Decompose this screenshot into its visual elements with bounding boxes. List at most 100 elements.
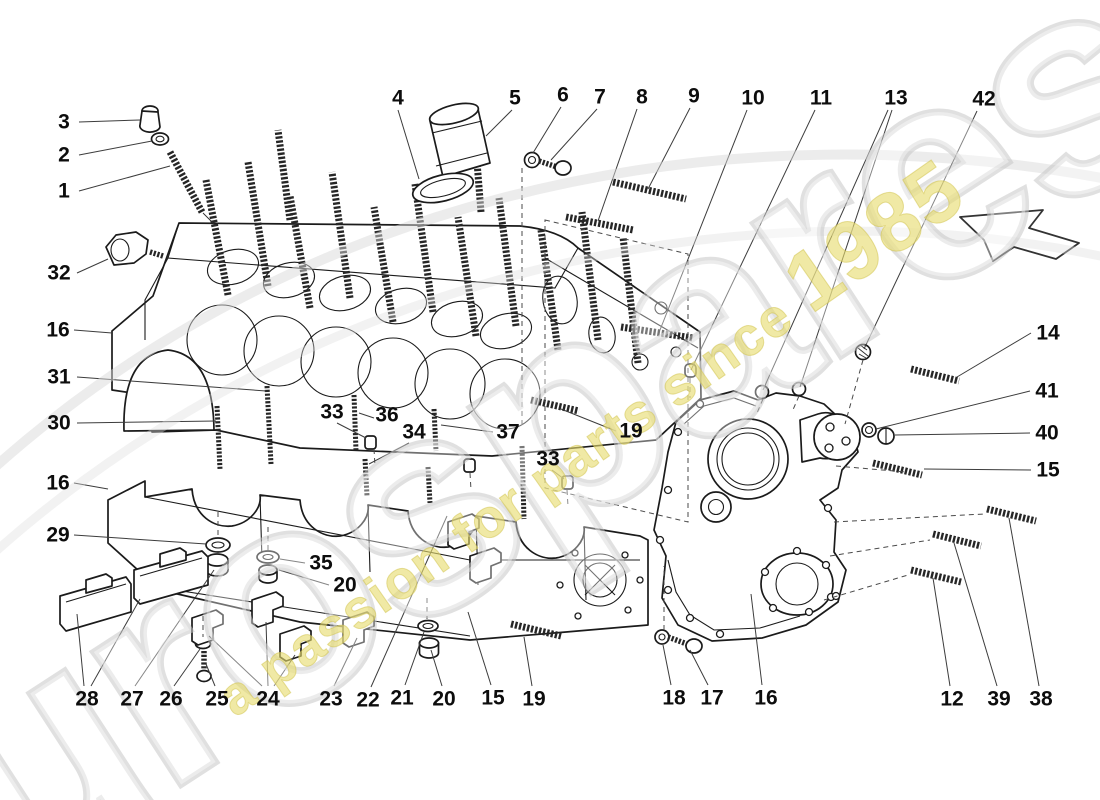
leader-line-28 (90, 598, 141, 687)
leader-line-17 (689, 649, 709, 686)
leader-line-16 (73, 329, 113, 334)
callout-4[interactable]: 4 (392, 86, 404, 110)
washer-part-35 (256, 550, 280, 564)
leader-line-2 (78, 140, 153, 156)
leader-line-38 (1008, 517, 1040, 687)
leader-line-1 (78, 165, 171, 192)
callout-26[interactable]: 26 (159, 687, 183, 711)
leader-line-22 (370, 515, 448, 688)
callout-6[interactable]: 6 (557, 83, 569, 107)
callout-16[interactable]: 16 (754, 686, 778, 710)
callout-37[interactable]: 37 (496, 420, 520, 444)
leader-line-5 (485, 109, 513, 137)
leader-line-24 (273, 654, 296, 687)
leader-line-41 (875, 390, 1031, 430)
callout-17[interactable]: 17 (700, 686, 724, 710)
leader-line-19 (523, 636, 533, 687)
callout-20[interactable]: 20 (333, 573, 357, 597)
callout-32[interactable]: 32 (47, 261, 71, 285)
leader-line-42 (863, 110, 978, 350)
callout-41[interactable]: 41 (1035, 379, 1059, 403)
callout-7[interactable]: 7 (594, 85, 606, 109)
leader-line-13 (799, 109, 893, 388)
callout-13[interactable]: 13 (884, 86, 908, 110)
callout-39[interactable]: 39 (987, 687, 1011, 711)
callout-33[interactable]: 33 (320, 400, 344, 424)
callout-25[interactable]: 25 (205, 687, 229, 711)
leader-line-40 (894, 432, 1031, 436)
callout-36[interactable]: 36 (375, 403, 399, 427)
leader-line-35 (279, 558, 306, 564)
callout-23[interactable]: 23 (319, 687, 343, 711)
callout-15[interactable]: 15 (1036, 458, 1060, 482)
seal-washer-part-2 (150, 132, 170, 146)
leader-line-32 (76, 258, 109, 274)
leader-line-23 (333, 637, 358, 687)
callout-19[interactable]: 19 (522, 687, 546, 711)
leader-line-7 (550, 108, 598, 161)
leader-line-33 (551, 469, 565, 480)
callout-24[interactable]: 24 (256, 687, 280, 711)
clip-parts-23-24 (191, 513, 502, 662)
callout-14[interactable]: 14 (1036, 321, 1060, 345)
leader-line-11 (690, 109, 816, 371)
callout-3[interactable]: 3 (58, 110, 70, 134)
callout-40[interactable]: 40 (1035, 421, 1059, 445)
callout-12[interactable]: 12 (940, 687, 964, 711)
leader-line-16 (73, 482, 109, 490)
leader-line-15 (923, 468, 1032, 471)
callout-28[interactable]: 28 (75, 687, 99, 711)
leader-line-6 (532, 106, 562, 154)
callout-29[interactable]: 29 (46, 523, 70, 547)
nut-part-20b (258, 564, 278, 584)
leader-line-9 (647, 107, 691, 190)
callout-21[interactable]: 21 (390, 686, 414, 710)
leader-line-13 (762, 109, 889, 391)
leader-line-33 (336, 422, 367, 439)
stud-part-34 (362, 458, 370, 497)
callout-22[interactable]: 22 (356, 688, 380, 712)
leader-line-27 (134, 569, 215, 687)
baffle-plate-28b (133, 547, 209, 605)
leader-line-15 (467, 611, 492, 686)
leader-line-4 (397, 109, 420, 180)
callout-10[interactable]: 10 (741, 86, 765, 110)
callout-35[interactable]: 35 (309, 551, 333, 575)
callout-42[interactable]: 42 (972, 87, 996, 111)
leader-line-36 (358, 412, 375, 419)
callout-34[interactable]: 34 (402, 420, 426, 444)
callout-30[interactable]: 30 (47, 411, 71, 435)
callout-2[interactable]: 2 (58, 143, 70, 167)
callout-38[interactable]: 38 (1029, 687, 1053, 711)
callout-27[interactable]: 27 (120, 687, 144, 711)
leader-line-24 (208, 635, 263, 687)
callout-19[interactable]: 19 (619, 419, 643, 443)
leader-line-26 (173, 648, 201, 687)
dowel-part-33c (561, 475, 574, 490)
leader-line-28 (76, 613, 85, 687)
callout-15[interactable]: 15 (481, 686, 505, 710)
callout-16[interactable]: 16 (46, 318, 70, 342)
leader-line-14 (956, 332, 1032, 378)
leader-line-29 (73, 534, 207, 545)
callout-31[interactable]: 31 (47, 365, 71, 389)
leader-line-8 (597, 108, 638, 222)
callout-8[interactable]: 8 (636, 85, 648, 109)
callout-5[interactable]: 5 (509, 86, 521, 110)
callout-18[interactable]: 18 (662, 686, 686, 710)
leader-line-25 (205, 663, 216, 687)
callout-16[interactable]: 16 (46, 471, 70, 495)
stud-part-12 (910, 566, 962, 586)
callout-20[interactable]: 20 (432, 687, 456, 711)
oil-plug-part-3 (139, 105, 161, 133)
leader-line-20 (430, 649, 443, 687)
callout-9[interactable]: 9 (688, 84, 700, 108)
leader-line-34 (368, 442, 410, 465)
leader-line-24 (265, 621, 269, 687)
bush-part-27 (205, 553, 229, 577)
callout-11[interactable]: 11 (809, 86, 833, 110)
callout-1[interactable]: 1 (58, 179, 70, 203)
callout-33[interactable]: 33 (536, 447, 560, 471)
